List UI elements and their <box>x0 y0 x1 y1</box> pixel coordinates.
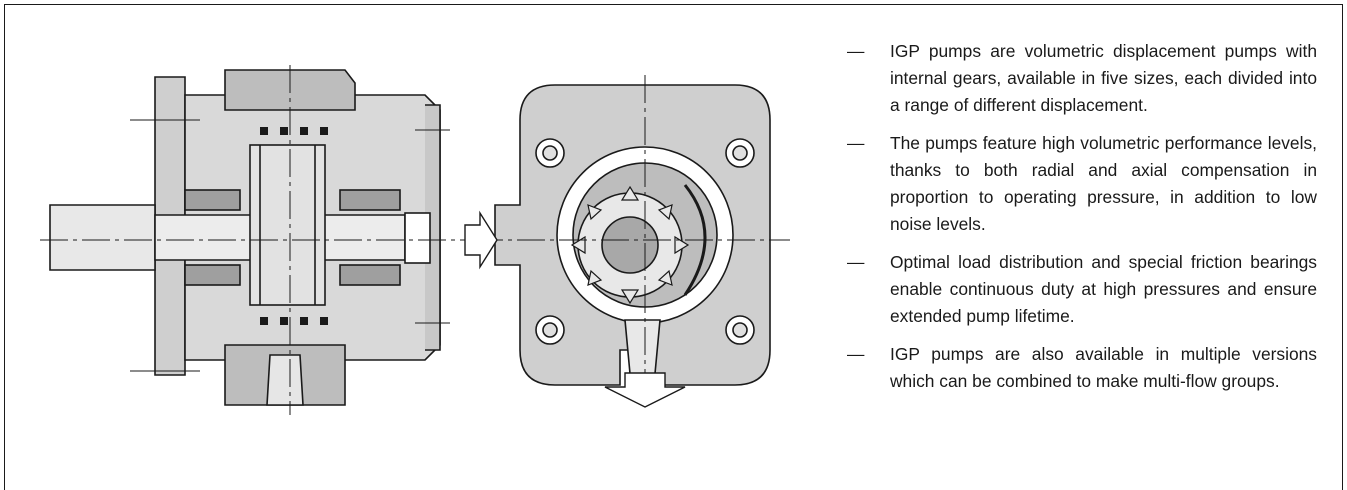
front-center-lines <box>475 75 790 405</box>
bullet-dash: — <box>847 133 865 153</box>
bullet-dash: — <box>847 41 865 61</box>
bullet-text: IGP pumps are volumetric displacement pu… <box>890 41 1317 115</box>
pump-technical-drawing <box>40 65 790 415</box>
bullet-text: The pumps feature high volumetric perfor… <box>890 133 1317 234</box>
list-item: — IGP pumps are volumetric displacement p… <box>847 38 1317 119</box>
bullet-dash: — <box>847 344 865 364</box>
side-center-lines <box>40 65 465 415</box>
list-item: — IGP pumps are also available in multipl… <box>847 341 1317 395</box>
bullet-text: IGP pumps are also available in multiple… <box>890 344 1317 391</box>
list-item: — The pumps feature high volumetric perfo… <box>847 130 1317 238</box>
outlet-arrow-icon <box>604 372 686 408</box>
pump-side-section <box>49 69 441 406</box>
bullet-dash: — <box>847 252 865 272</box>
document-frame: — IGP pumps are volumetric displacement p… <box>4 4 1343 490</box>
inlet-arrow-icon <box>464 210 498 270</box>
front-gear-teeth <box>570 185 690 305</box>
list-item: — Optimal load distribution and special f… <box>847 249 1317 330</box>
description-list: — IGP pumps are volumetric displacement p… <box>847 38 1317 406</box>
bullet-text: Optimal load distribution and special fr… <box>890 252 1317 326</box>
